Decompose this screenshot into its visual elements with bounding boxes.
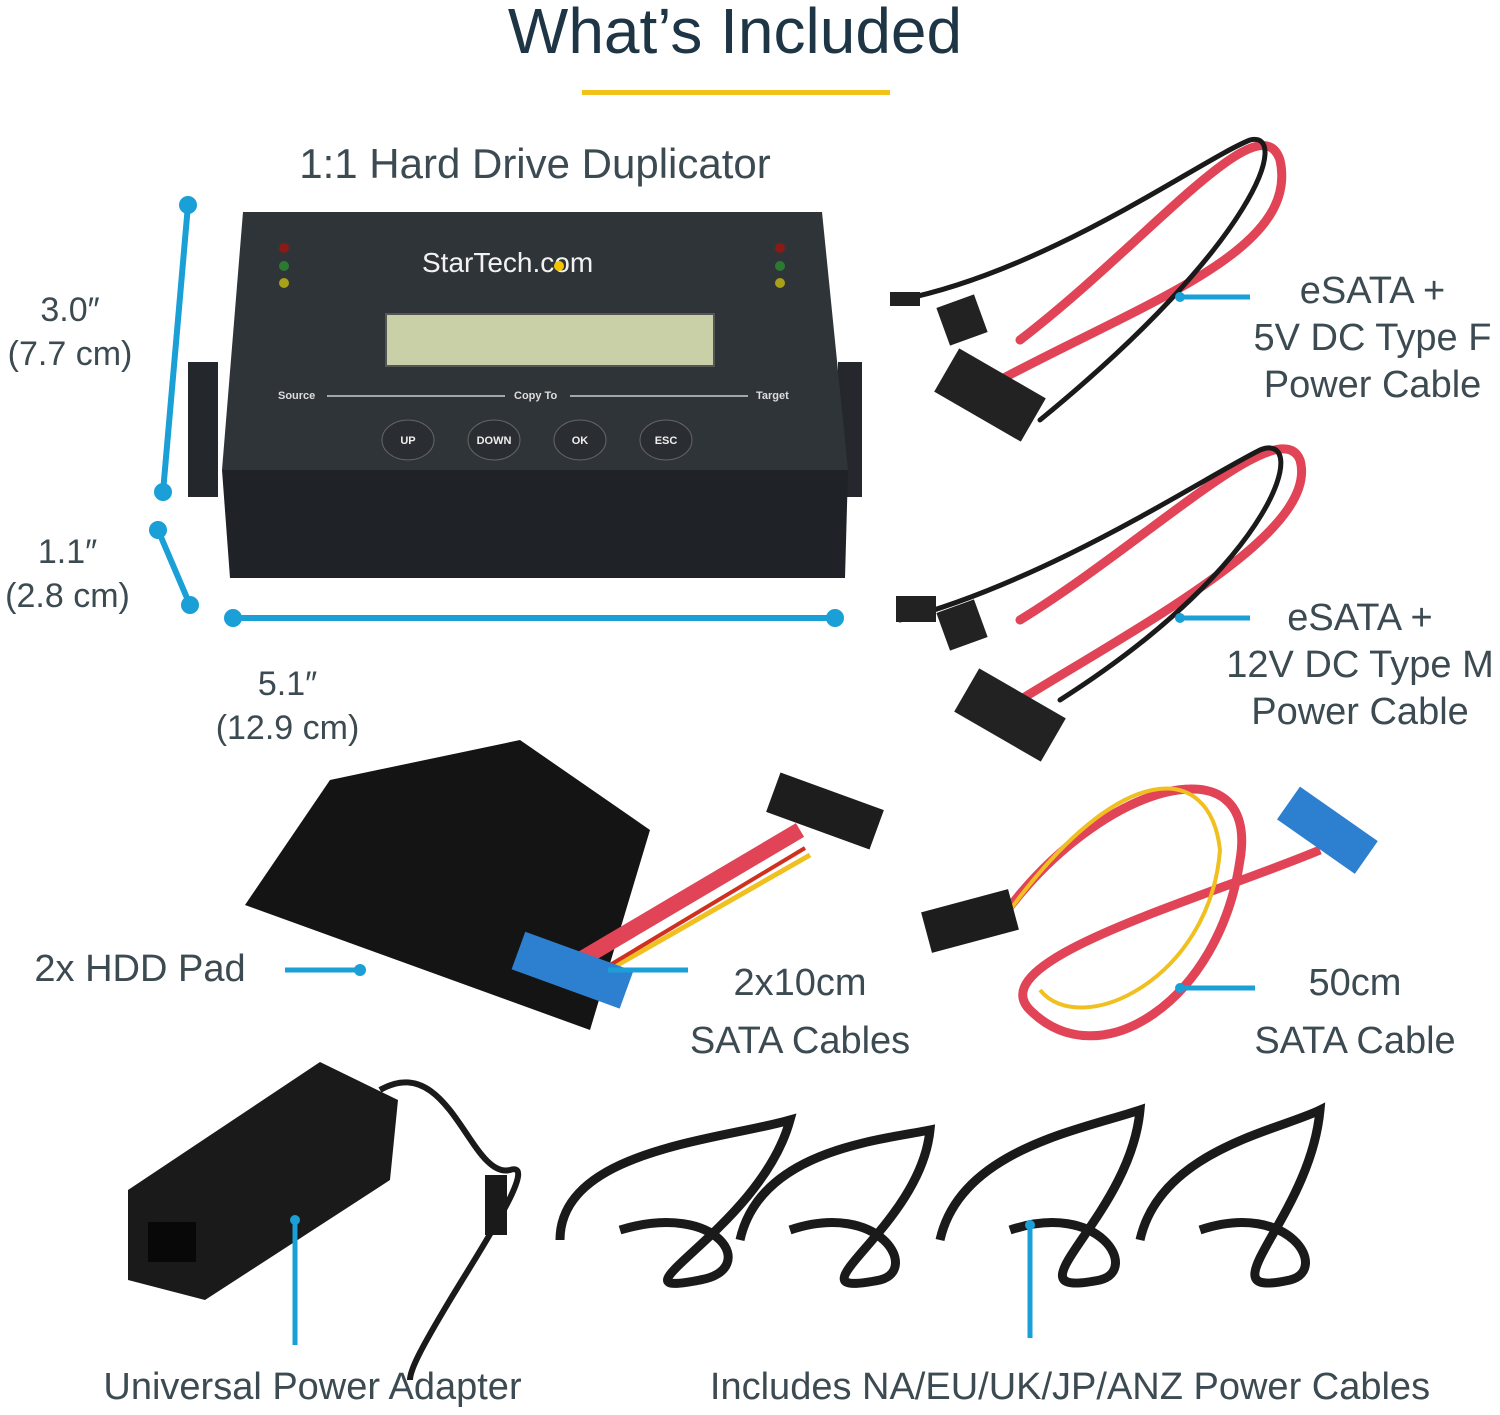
depth-inches: 1.1″ bbox=[37, 533, 98, 571]
sata-50cm-label: 50cm SATA Cable bbox=[1245, 954, 1465, 1070]
label-line: 12V DC Type M bbox=[1226, 644, 1494, 686]
duplicator-label: 1:1 Hard Drive Duplicator bbox=[299, 140, 771, 187]
label-line: Power Cable bbox=[1251, 691, 1469, 733]
status-leds-left bbox=[279, 243, 289, 288]
button-ok: OK bbox=[572, 435, 589, 447]
label-line: Power Cable bbox=[1263, 364, 1482, 406]
label-line: 2x10cm bbox=[733, 962, 867, 1004]
height-dimension: 3.0″ (7.7 cm) bbox=[0, 288, 140, 376]
label-line: SATA Cables bbox=[689, 1020, 911, 1062]
height-dimension-line bbox=[160, 202, 191, 495]
device-buttons: UP DOWN OK ESC bbox=[381, 419, 693, 461]
flow-source: Source bbox=[278, 390, 315, 402]
power-cord-uk bbox=[935, 1103, 1146, 1288]
flow-target: Target bbox=[756, 390, 789, 402]
duplicator-device: StarTech.com Source Copy To Target UP DO… bbox=[188, 212, 862, 578]
width-cm: (12.9 cm) bbox=[215, 709, 360, 747]
sata-10cm-label: 2x10cm SATA Cables bbox=[680, 954, 920, 1070]
button-up: UP bbox=[400, 435, 415, 447]
label-line: 50cm bbox=[1308, 962, 1402, 1004]
power-cord-eu bbox=[735, 1124, 936, 1288]
label-line: eSATA + bbox=[1299, 270, 1446, 312]
status-leds-right bbox=[775, 243, 785, 288]
power-cord-na bbox=[555, 1113, 797, 1288]
esata-12v-cable bbox=[896, 444, 1307, 762]
button-down: DOWN bbox=[477, 435, 512, 447]
brand-logo: StarTech.com bbox=[422, 247, 593, 278]
esata-12v-label: eSATA + 12V DC Type M Power Cable bbox=[1215, 595, 1500, 736]
height-inches: 3.0″ bbox=[40, 291, 100, 329]
label-line: SATA Cable bbox=[1254, 1020, 1456, 1062]
page-title: What’s Included bbox=[507, 0, 963, 67]
width-inches: 5.1″ bbox=[257, 665, 318, 703]
flow-copy-to: Copy To bbox=[514, 390, 557, 402]
esata-5v-label: eSATA + 5V DC Type F Power Cable bbox=[1245, 268, 1500, 409]
label-line: 5V DC Type F bbox=[1253, 317, 1492, 359]
dimension-lines bbox=[149, 196, 844, 627]
power-adapter bbox=[128, 1062, 522, 1381]
sata-10cm-cable bbox=[511, 772, 884, 1009]
button-esc: ESC bbox=[655, 435, 678, 447]
depth-cm: (2.8 cm) bbox=[5, 577, 130, 615]
width-dimension: 5.1″ (12.9 cm) bbox=[200, 662, 375, 750]
sata-50cm-cable bbox=[921, 784, 1378, 1041]
height-cm: (7.7 cm) bbox=[7, 335, 133, 373]
logo-dot bbox=[554, 261, 564, 271]
hdd-pad-label: 2x HDD Pad bbox=[34, 948, 246, 990]
esata-5v-cable bbox=[890, 136, 1287, 442]
power-cables-label: Includes NA/EU/UK/JP/ANZ Power Cables bbox=[709, 1366, 1431, 1408]
label-line: eSATA + bbox=[1287, 597, 1433, 639]
power-cord-anz bbox=[1135, 1102, 1326, 1288]
depth-dimension: 1.1″ (2.8 cm) bbox=[0, 530, 135, 618]
title-underline bbox=[582, 90, 890, 95]
depth-dimension-line bbox=[155, 527, 193, 608]
power-adapter-label: Universal Power Adapter bbox=[103, 1366, 522, 1408]
power-cords bbox=[555, 1102, 1326, 1288]
